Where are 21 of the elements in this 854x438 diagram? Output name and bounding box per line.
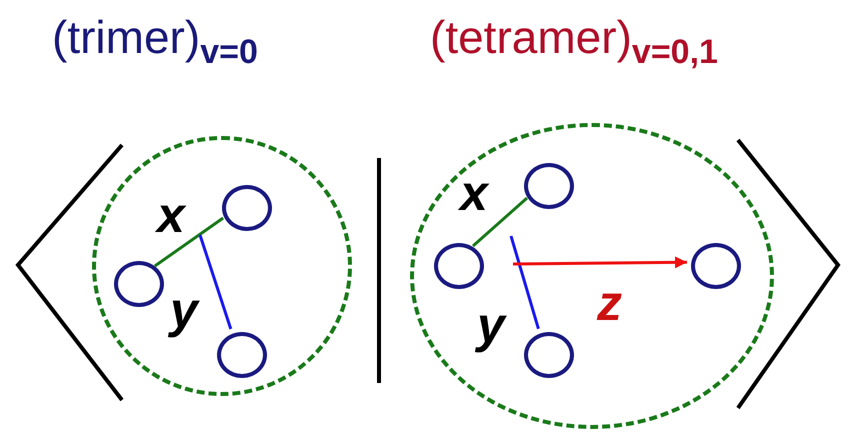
- connector-line: [510, 236, 540, 330]
- edge-label: x: [458, 168, 490, 218]
- edge-label: z: [596, 278, 623, 328]
- edge-label: x: [155, 190, 187, 240]
- small-circle: [524, 163, 574, 209]
- dashed-circle: [410, 123, 774, 429]
- small-circle: [114, 261, 164, 307]
- connector-line: [198, 234, 232, 330]
- small-circle: [434, 243, 484, 289]
- state-label: (tetramer)$_{v=0,1}$: [430, 14, 718, 70]
- connector-line: [154, 216, 224, 268]
- edge-label: y: [168, 285, 200, 335]
- dashed-circle: [92, 136, 352, 396]
- small-circle: [524, 332, 574, 378]
- small-circle: [222, 185, 272, 231]
- arrow: [512, 256, 688, 268]
- edge-label: y: [475, 300, 507, 350]
- small-circle: [217, 332, 267, 378]
- state-label: (trimer)$_{v=0}$: [52, 14, 258, 70]
- small-circle: [691, 243, 741, 289]
- connector-line: [472, 196, 528, 248]
